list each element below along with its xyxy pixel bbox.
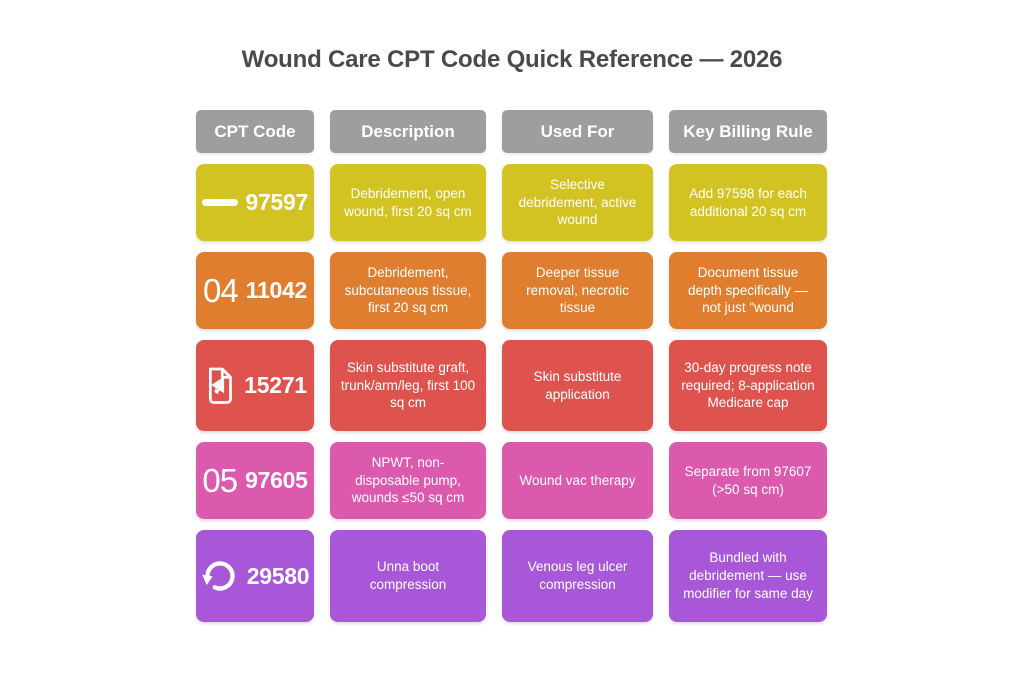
step-number: 04 <box>203 272 239 309</box>
billing-rule-card: Document tissue depth specifically — not… <box>669 252 827 329</box>
description-card: NPWT, non-disposable pump, wounds ≤50 sq… <box>330 442 486 519</box>
description-card: Skin substitute graft, trunk/arm/leg, fi… <box>330 340 486 431</box>
column-header-cpt-code: CPT Code <box>196 110 314 153</box>
step-number: 05 <box>202 462 238 499</box>
used-for-card: Venous leg ulcer compression <box>502 530 653 622</box>
column-header-key-billing-rule: Key Billing Rule <box>669 110 827 153</box>
column-header-used-for: Used For <box>502 110 653 153</box>
code-card-97597: 97597 <box>196 164 314 241</box>
billing-rule-card: 30-day progress note required; 8-applica… <box>669 340 827 431</box>
rotate-ccw-icon <box>201 557 239 595</box>
column-header-description: Description <box>330 110 486 153</box>
cpt-code-value: 97597 <box>245 189 309 216</box>
cpt-reference-table: CPT Code Description Used For Key Billin… <box>196 110 827 622</box>
cpt-code-value: 15271 <box>244 372 307 399</box>
billing-rule-card: Separate from 97607 (>50 sq cm) <box>669 442 827 519</box>
cpt-code-value: 29580 <box>246 562 310 589</box>
used-for-card: Wound vac therapy <box>502 442 653 519</box>
description-card: Unna boot compression <box>330 530 486 622</box>
used-for-card: Deeper tissue removal, necrotic tissue <box>502 252 653 329</box>
cpt-code-value: 97605 <box>245 467 308 494</box>
code-card-97605: 05 97605 <box>196 442 314 519</box>
description-card: Debridement, subcutaneous tissue, first … <box>330 252 486 329</box>
code-card-29580: 29580 <box>196 530 314 622</box>
code-card-15271: 15271 <box>196 340 314 431</box>
cpt-code-value: 11042 <box>245 277 308 304</box>
code-card-11042: 04 11042 <box>196 252 314 329</box>
description-card: Debridement, open wound, first 20 sq cm <box>330 164 486 241</box>
document-megaphone-icon <box>203 365 236 406</box>
billing-rule-card: Bundled with debridement — use modifier … <box>669 530 827 622</box>
used-for-card: Selective debridement, active wound <box>502 164 653 241</box>
page-title: Wound Care CPT Code Quick Reference — 20… <box>241 46 783 73</box>
used-for-card: Skin substitute application <box>502 340 653 431</box>
billing-rule-card: Add 97598 for each additional 20 sq cm <box>669 164 827 241</box>
dash-icon <box>202 199 238 206</box>
